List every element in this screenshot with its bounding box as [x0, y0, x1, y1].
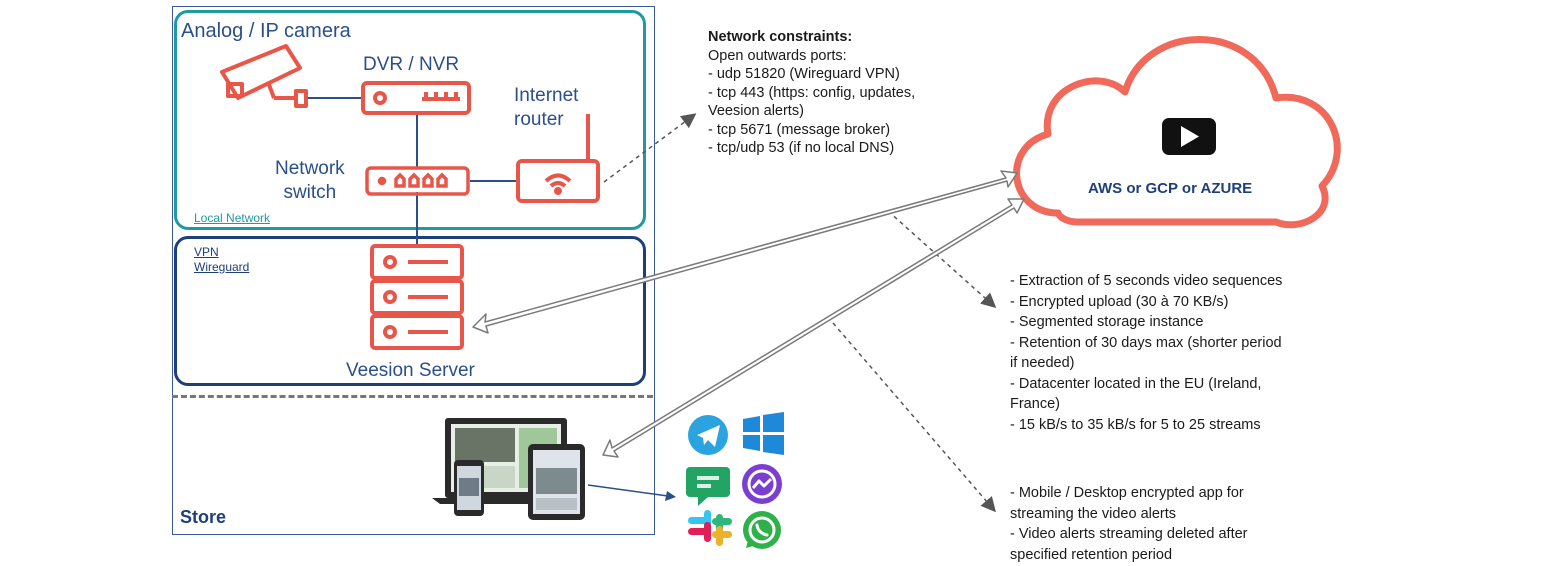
veesion-server-icon	[370, 244, 464, 350]
constraint-line: - tcp 5671 (message broker)	[708, 121, 891, 138]
feature-line: if needed)	[1010, 355, 1075, 371]
network-constraints-heading: Network constraints:	[708, 29, 853, 45]
camera-label: Analog / IP camera	[181, 20, 351, 42]
feature-line: - Segmented storage instance	[1010, 314, 1204, 330]
feature-line: - Datacenter located in the EU (Ireland,	[1010, 375, 1262, 392]
constraint-line: - tcp/udp 53 (if no local DNS)	[708, 140, 895, 156]
feature-line: streaming the video alerts	[1010, 505, 1177, 522]
vpn-box	[174, 236, 646, 386]
store-separator	[172, 395, 653, 398]
feature-line: France)	[1010, 396, 1060, 412]
vpn-wireguard-link[interactable]: VPN Wireguard	[194, 245, 250, 274]
windows-icon	[743, 412, 784, 455]
network-switch-icon	[365, 166, 470, 196]
cloud-label: AWS or GCP or AZURE	[1088, 180, 1253, 197]
feature-line: - Mobile / Desktop encrypted app for	[1010, 485, 1244, 501]
video-play-icon	[1162, 118, 1216, 155]
dvr-label: DVR / NVR	[363, 54, 460, 75]
dvr-icon	[361, 81, 471, 115]
constraint-line: - udp 51820 (Wireguard VPN)	[708, 66, 900, 82]
slack-icon	[688, 510, 732, 546]
feature-line: - 15 kB/s to 35 kB/s for 5 to 25 streams	[1010, 416, 1261, 433]
cloud-features-list: - Extraction of 5 seconds video sequence…	[1010, 271, 1350, 435]
feature-line: - Encrypted upload (30 à 70 KB/s)	[1010, 293, 1229, 310]
router-icon	[516, 114, 600, 203]
local-network-box	[174, 10, 646, 230]
constraint-line: - tcp 443 (https: config, updates,	[708, 84, 916, 101]
network-constraints: Network constraints: Open outwards ports…	[708, 28, 915, 158]
feature-line: - Extraction of 5 seconds video sequence…	[1010, 273, 1283, 289]
telegram-icon	[688, 415, 728, 455]
local-network-link[interactable]: Local Network	[194, 211, 271, 225]
constraint-line: Veesion alerts)	[708, 103, 804, 119]
server-cloud-double-arrow	[472, 170, 1018, 334]
security-camera-icon	[220, 44, 308, 108]
feature-line: - Retention of 30 days max (shorter peri…	[1010, 334, 1282, 351]
app-features-list: - Mobile / Desktop encrypted app for str…	[1010, 483, 1310, 565]
store-frame	[172, 6, 655, 535]
feature-line: - Video alerts streaming deleted after	[1010, 526, 1248, 542]
google-chat-icon	[686, 467, 730, 506]
store-label: Store	[180, 507, 227, 527]
devices-cloud-double-arrow	[602, 198, 1025, 458]
devices-apps-arrow	[587, 484, 676, 501]
router-label: Internet router	[514, 85, 579, 130]
tablet-icon	[528, 444, 585, 520]
local-connections	[307, 97, 518, 246]
cloud-icon	[1013, 36, 1341, 229]
phone-icon	[454, 460, 484, 516]
dashed-arrows	[603, 113, 997, 513]
server-label: Veesion Server	[346, 360, 475, 381]
whatsapp-icon	[743, 511, 781, 549]
switch-label: Network switch	[275, 158, 345, 203]
constraint-line: Open outwards ports:	[708, 47, 847, 64]
messenger-icon	[742, 464, 782, 504]
feature-line: specified retention period	[1010, 546, 1173, 563]
